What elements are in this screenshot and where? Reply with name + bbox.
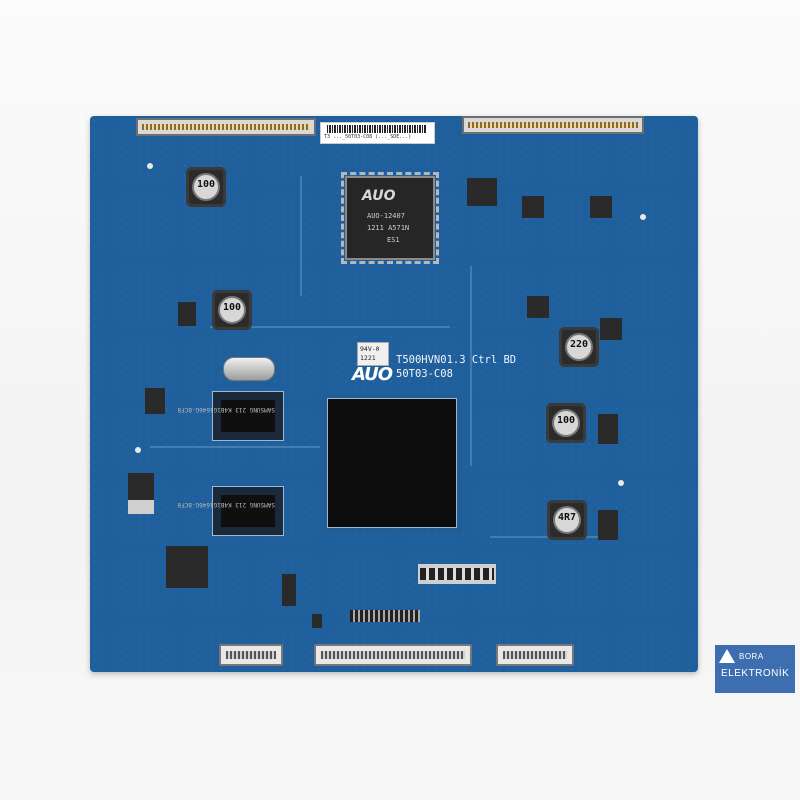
inductor-core — [192, 173, 220, 201]
trace — [470, 266, 472, 466]
inductor-value: 4R7 — [557, 512, 577, 523]
logo-brand-line2: ELEKTRONİK — [721, 668, 790, 679]
board-part-number: 50T03-C08 — [396, 368, 453, 380]
ic-chip — [522, 196, 544, 218]
test-pad — [147, 163, 153, 169]
resistor-array-pattern — [420, 568, 494, 580]
ic-chip — [590, 196, 612, 218]
component — [312, 614, 322, 628]
board-model-label: T500HVN01.3 Ctrl BD — [396, 354, 517, 366]
connector-bottom-left — [219, 644, 283, 666]
board-logo: AUO — [352, 364, 393, 385]
inductor-core — [218, 296, 246, 324]
memory-chip-package — [221, 495, 275, 527]
ic-chip — [598, 510, 618, 540]
ul-mark-box: 94V-0 1221 — [357, 342, 389, 366]
memory-chip-marking: SAMSUNG 213 K4B1G1646G-BCF8 — [177, 501, 275, 508]
trace — [300, 176, 302, 296]
inductor-core — [552, 409, 580, 437]
inductor-1: 100 — [186, 167, 226, 207]
barcode — [327, 125, 427, 133]
sticker-text: T3 ..._50T03-C08 (..._SDE...) — [324, 134, 412, 140]
ic-chip — [467, 178, 497, 206]
memory-chip-1: SAMSUNG 213 K4B1G1646G-BCF8 — [177, 391, 284, 441]
crystal-oscillator — [223, 357, 275, 381]
barcode-sticker: T3 ..._50T03-C08 (..._SDE...) — [320, 122, 435, 144]
regulator-tab — [128, 500, 154, 514]
bga-chip — [327, 398, 457, 528]
trace — [150, 446, 320, 448]
inductor-value: 220 — [569, 339, 589, 350]
ic-chip — [527, 296, 549, 318]
timing-controller-chip: AUO AUO-12407 1211 A571N ES1 — [341, 172, 439, 264]
inductor-value: 100 — [556, 415, 576, 426]
test-pad — [135, 447, 141, 453]
capacitor — [282, 574, 296, 606]
ic-chip — [166, 546, 208, 588]
ic-chip — [600, 318, 622, 340]
test-pad — [640, 214, 646, 220]
chip-logo: AUO — [362, 188, 396, 204]
lvds-connector-top-left — [136, 118, 316, 136]
logo-triangle-icon — [719, 649, 735, 663]
ic-chip — [178, 302, 196, 326]
test-pad — [618, 480, 624, 486]
ic-chip — [145, 388, 165, 414]
memory-chip-package — [221, 400, 275, 432]
inductor-5: 4R7 — [547, 500, 587, 540]
ul-mark-line2: 1221 — [360, 354, 376, 362]
trace — [210, 326, 450, 328]
inductor-2: 100 — [212, 290, 252, 330]
inductor-core — [565, 333, 593, 361]
inductor-value: 100 — [222, 302, 242, 313]
inductor-value: 100 — [196, 179, 216, 190]
chip-marking-line1: AUO-12407 — [367, 212, 405, 220]
connector-bottom-right — [496, 644, 574, 666]
memory-chip-marking: SAMSUNG 213 K4B1G1646G-BCF8 — [177, 406, 275, 413]
connector-bottom-center — [314, 644, 472, 666]
chip-marking-line3: ES1 — [387, 236, 400, 244]
lvds-connector-top-right — [462, 116, 644, 134]
inductor-4: 100 — [546, 403, 586, 443]
header-pins — [350, 610, 420, 622]
logo-brand-line1: BORA — [739, 652, 764, 661]
ul-mark-line1: 94V-0 — [360, 345, 380, 353]
ic-chip — [598, 414, 618, 444]
inductor-3: 220 — [559, 327, 599, 367]
chip-marking-line2: 1211 A571N — [367, 224, 410, 232]
memory-chip-2: SAMSUNG 213 K4B1G1646G-BCF8 — [177, 486, 284, 536]
inductor-core — [553, 506, 581, 534]
bora-elektronik-logo: BORA ELEKTRONİK — [715, 645, 795, 693]
